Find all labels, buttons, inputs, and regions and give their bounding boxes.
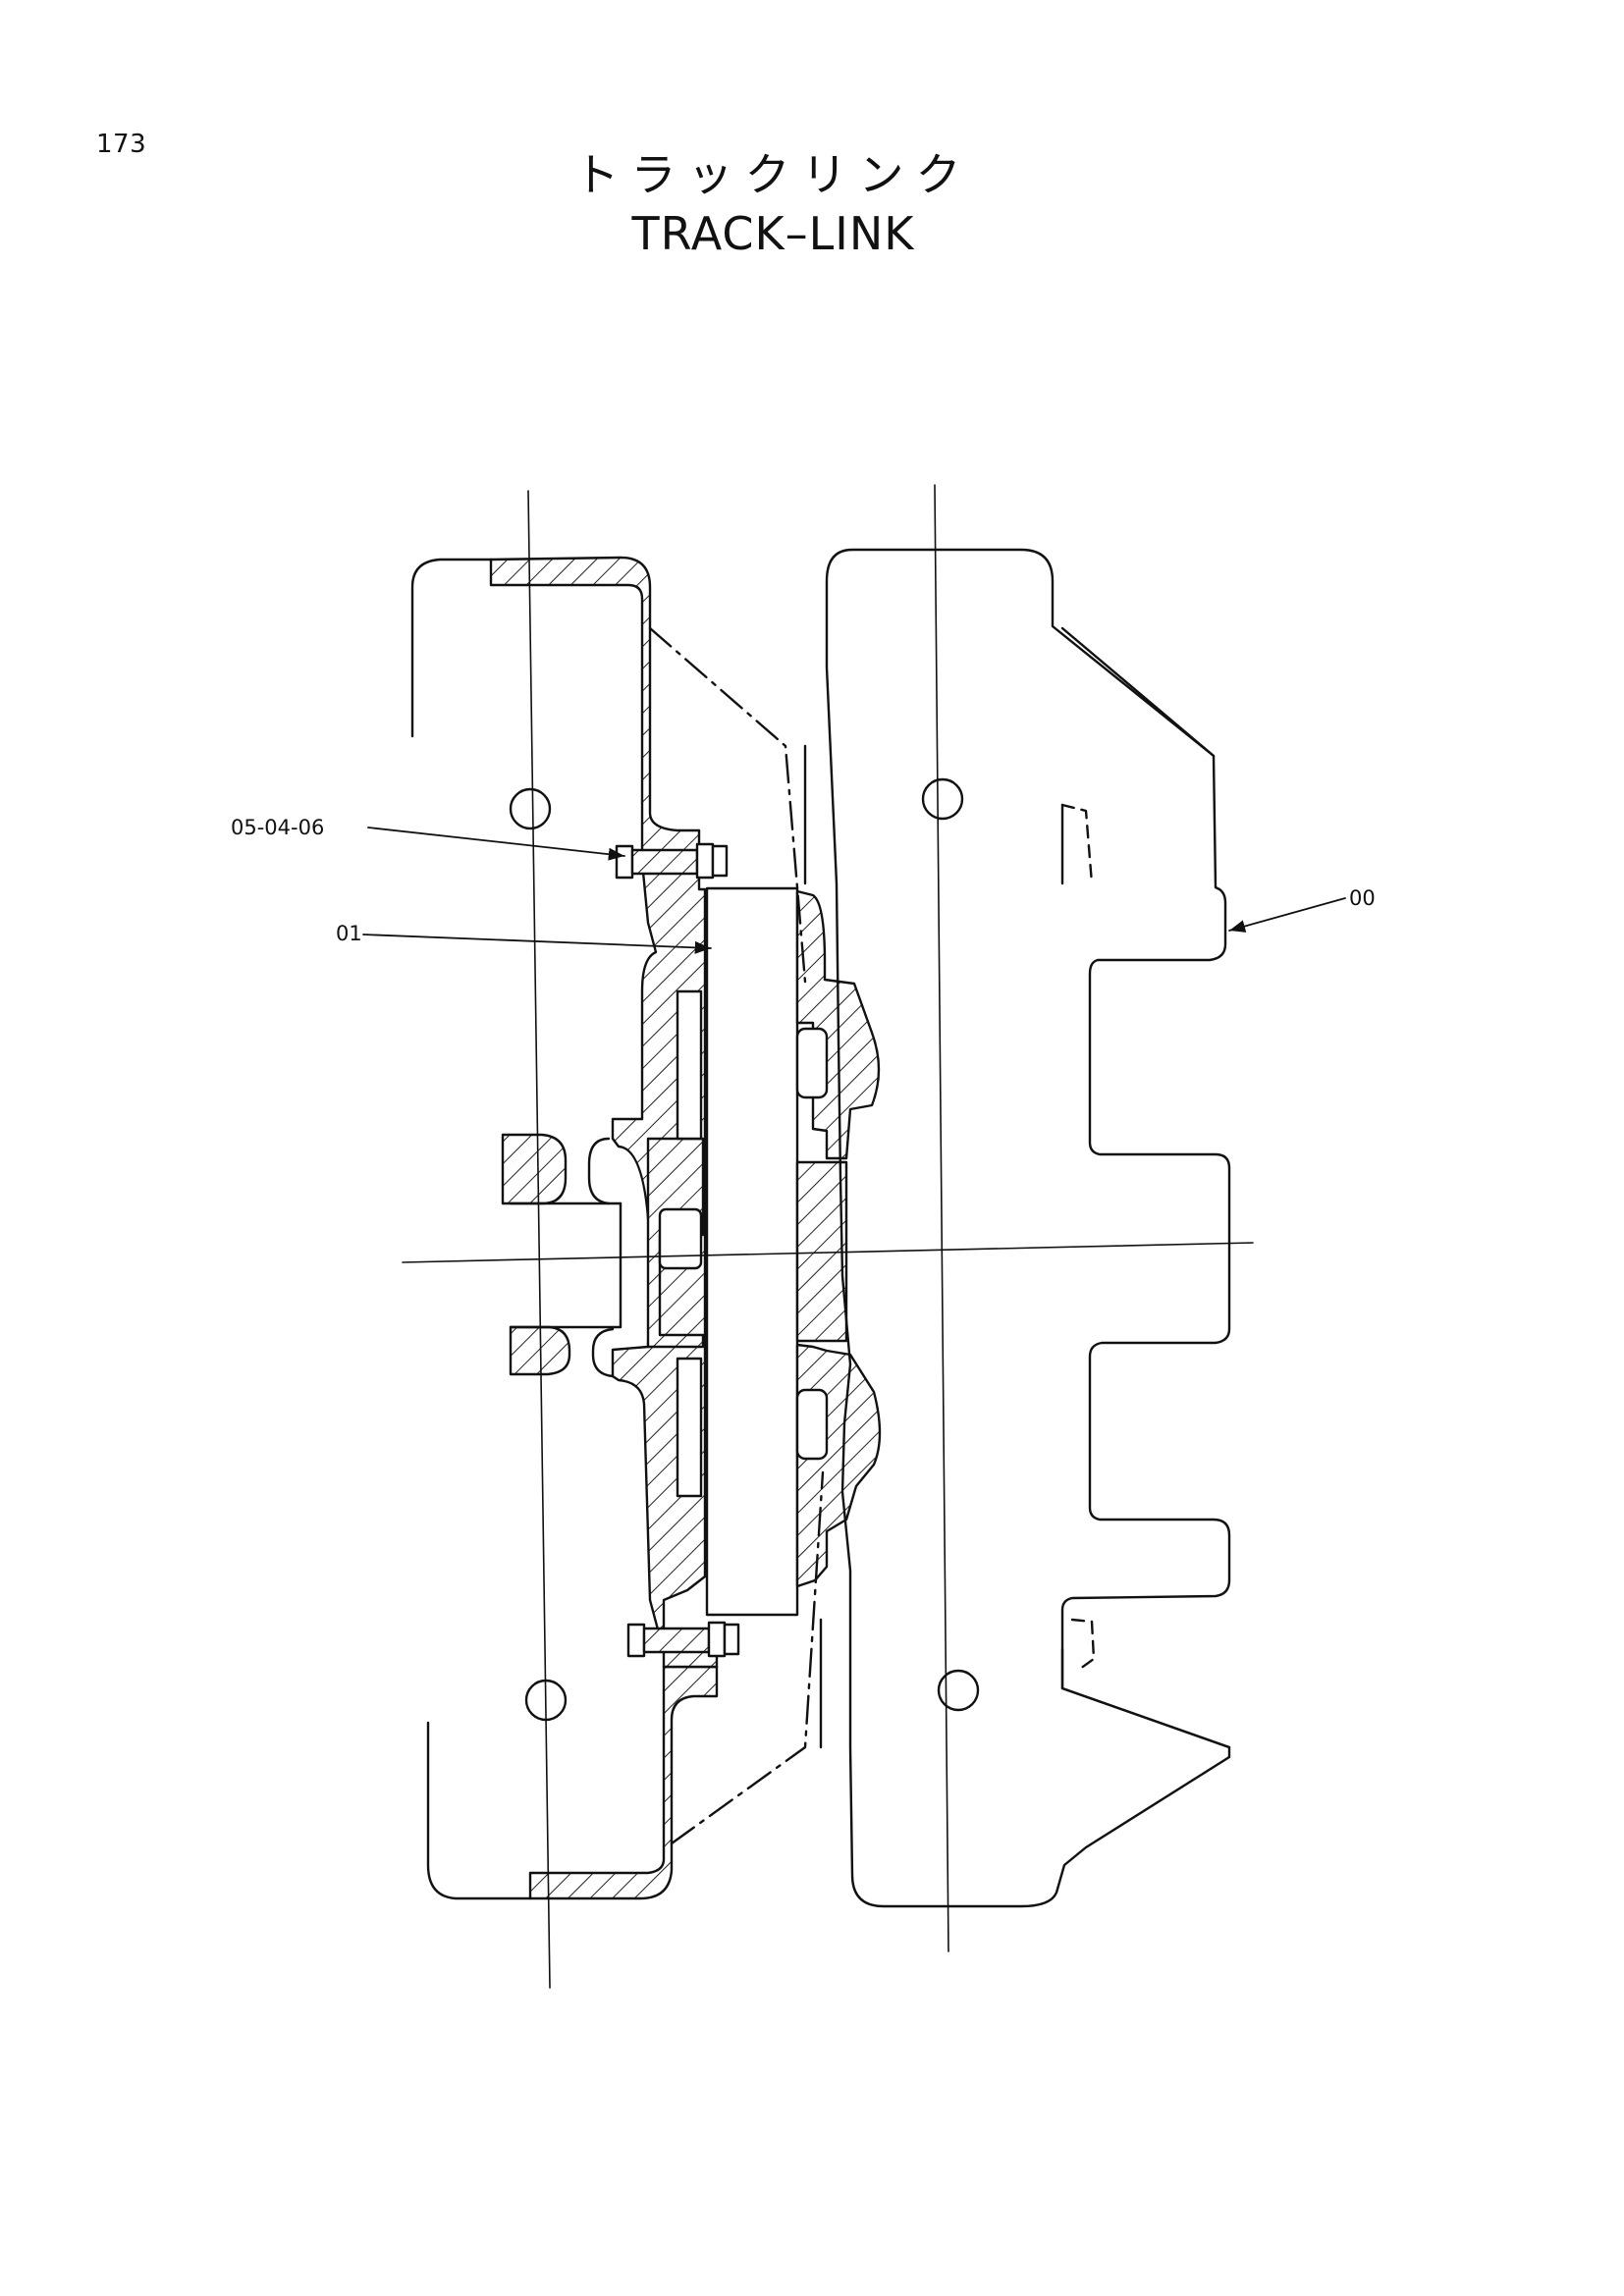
title-japanese: トラックリンク [573, 148, 973, 201]
page-number: 173 [96, 130, 147, 159]
bushing-lower [795, 1343, 882, 1588]
callout-01: 01 [336, 922, 362, 945]
right-pin-hole-upper [921, 777, 964, 821]
bolt-lower [626, 1621, 740, 1658]
left-link-bottom-wall [528, 1665, 719, 1900]
callout-05-04-06: 05-04-06 [231, 816, 324, 839]
right-link [825, 548, 1231, 1908]
title-english: TRACK–LINK [631, 207, 915, 260]
leaders [362, 827, 1346, 954]
left-ear-upper [501, 1133, 568, 1205]
left-pin-hole-upper [509, 787, 552, 830]
center-lines [402, 484, 1254, 1989]
right-link-outline [825, 548, 1231, 1908]
bolt-upper [615, 842, 729, 880]
right-pin-hole-lower [937, 1669, 980, 1712]
left-link-top-wall [489, 556, 701, 864]
pin-01 [705, 886, 799, 1617]
title-block: トラックリンク TRACK–LINK [0, 145, 1546, 263]
callout-00: 00 [1349, 886, 1376, 910]
left-link [410, 556, 882, 1900]
leader-01 [362, 934, 712, 954]
leader-00 [1228, 897, 1346, 933]
leader-05-04-06 [367, 827, 625, 861]
left-link-outline [410, 558, 493, 738]
